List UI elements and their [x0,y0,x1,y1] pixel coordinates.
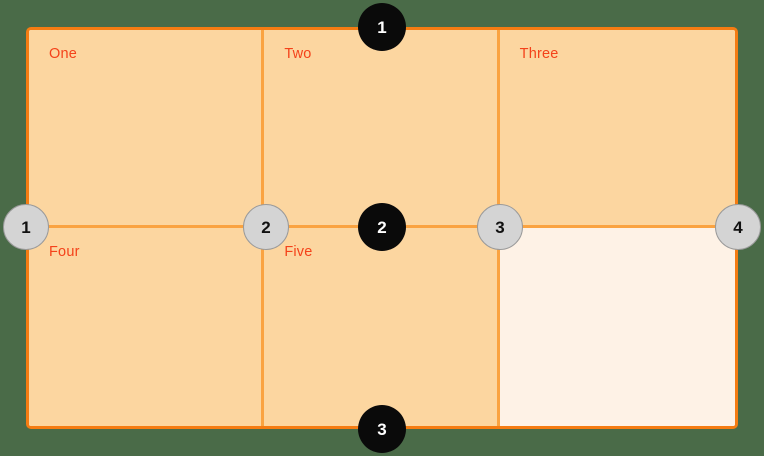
vertical-guide-marker-2[interactable]: 2 [358,203,406,251]
cell-label-two: Two [284,46,312,62]
grid-cell-one[interactable]: One [29,30,265,228]
horizontal-guide-marker-2-label: 2 [261,217,271,237]
vertical-guide-marker-1[interactable]: 1 [358,3,406,51]
horizontal-guide-marker-2[interactable]: 2 [243,204,289,250]
horizontal-guide-marker-4-label: 4 [733,217,743,237]
grid-region: One Two Three Four Five [26,27,738,429]
horizontal-guide-marker-3-label: 3 [495,217,505,237]
cell-label-four: Four [49,244,80,260]
horizontal-guide-marker-1[interactable]: 1 [3,204,49,250]
grid-cell-six[interactable] [499,228,735,426]
horizontal-guide-marker-4[interactable]: 4 [715,204,761,250]
horizontal-guide-marker-3[interactable]: 3 [477,204,523,250]
cell-label-three: Three [519,46,559,62]
horizontal-guide-marker-1-label: 1 [21,217,31,237]
cell-label-one: One [49,46,78,62]
vertical-guide-marker-3[interactable]: 3 [358,405,406,453]
grid-cell-four[interactable]: Four [29,228,265,426]
grid-cell-two[interactable]: Two [264,30,500,228]
vertical-guide-marker-3-label: 3 [377,419,387,439]
vertical-guide-marker-2-label: 2 [377,217,387,237]
cell-label-five: Five [284,244,313,260]
grid-cell-five[interactable]: Five [264,228,500,426]
grid-cell-three[interactable]: Three [499,30,735,228]
grid-cells: One Two Three Four Five [29,30,735,426]
vertical-guide-marker-1-label: 1 [377,17,387,37]
